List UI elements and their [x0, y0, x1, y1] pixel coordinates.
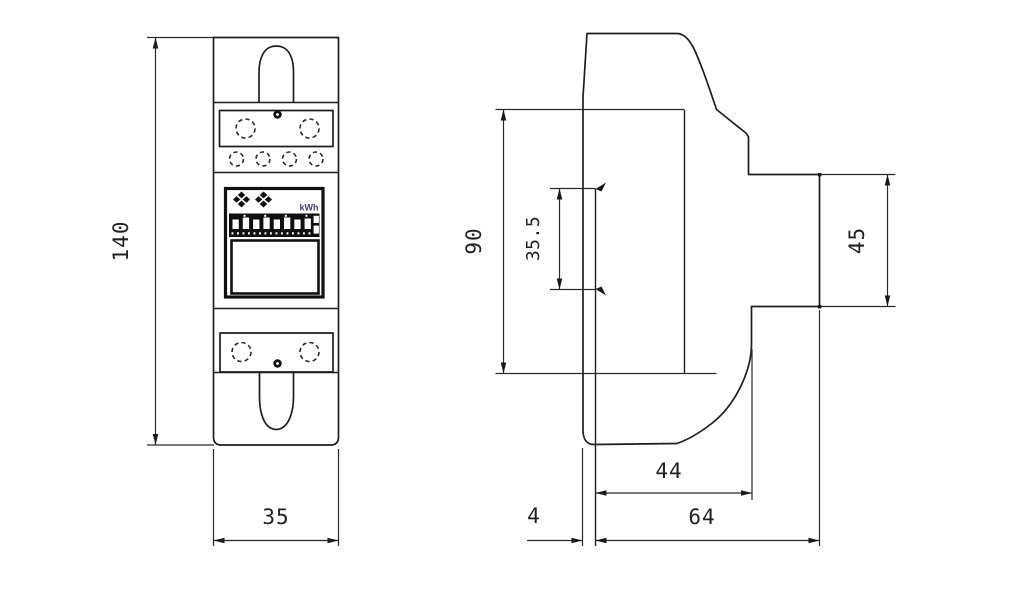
seal-screw-icon: [233, 191, 250, 208]
terminal-screw-icon: [308, 151, 324, 167]
dim-value-44: 44: [655, 459, 682, 483]
cover-screw-icon: [273, 110, 282, 119]
dim-value-140: 140: [109, 221, 133, 262]
dim-value-35-5: 35.5: [523, 216, 544, 261]
side-view: [550, 32, 822, 546]
rib-corner-arrow: [595, 286, 606, 296]
register-display: [229, 213, 320, 237]
dimension-total-depth: 64: [595, 310, 821, 546]
terminal-hole-icon: [299, 341, 320, 363]
dim-value-35: 35: [262, 505, 289, 529]
dim-value-4: 4: [527, 504, 541, 528]
terminal-hole-icon: [235, 118, 256, 139]
terminal-screw-icon: [281, 151, 298, 167]
dimension-upper-depth: 44: [595, 349, 753, 500]
terminal-screw-icon: [228, 151, 245, 167]
dimension-front-height: 140: [109, 36, 214, 446]
dim-value-64: 64: [688, 505, 715, 529]
rib-corner-arrow: [595, 182, 606, 192]
terminal-hole-icon: [231, 341, 252, 363]
terminal-hole-icon: [299, 118, 320, 139]
dimension-body-height: 90: [462, 108, 717, 375]
dimension-terminal-block-height: 45: [819, 173, 896, 308]
bottom-clip-arch: [258, 373, 295, 431]
dim-value-90: 90: [462, 227, 486, 254]
terminal-screw-icon: [255, 151, 271, 167]
dimension-rail-slot-height: 35.5: [523, 188, 563, 290]
dimension-front-width: 35: [212, 449, 340, 546]
terminal-cover-bottom: [219, 332, 334, 373]
seal-screw-icon: [255, 191, 272, 208]
faceplate: [223, 186, 325, 299]
meter-body-outline: [212, 36, 340, 446]
display-window: [230, 239, 320, 295]
kwh-label: kWh: [300, 203, 319, 213]
cover-screw-icon: [273, 359, 282, 368]
dim-value-45: 45: [845, 227, 869, 254]
dimension-rail-offset: 4: [527, 448, 584, 546]
top-clip-arch: [258, 45, 295, 103]
front-view: kWh: [212, 36, 340, 446]
side-profile-outline: [582, 32, 821, 446]
